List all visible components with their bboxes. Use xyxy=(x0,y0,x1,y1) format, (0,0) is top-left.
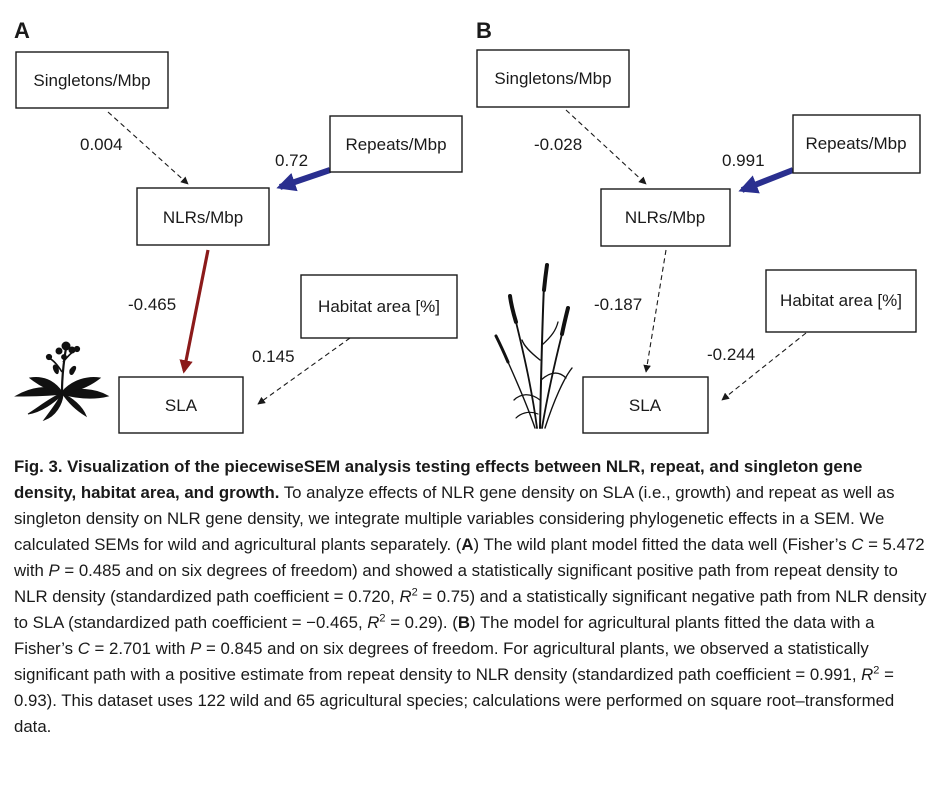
node-a-nlrs: NLRs/Mbp xyxy=(136,187,270,246)
panel-a: A Singletons/Mbp Repeats/Mbp NLRs/Mbp Ha… xyxy=(14,18,463,434)
node-label: SLA xyxy=(165,396,198,415)
node-label: Singletons/Mbp xyxy=(33,71,150,90)
caption-panel-ref-b: B xyxy=(457,613,470,632)
node-label: Repeats/Mbp xyxy=(345,135,446,154)
path-a-repeats-nlrs xyxy=(276,167,331,192)
coefficient-a-nlrs-sla: -0.465 xyxy=(128,295,176,314)
coefficient-b-repeats-nlrs: 0.991 xyxy=(722,151,765,170)
node-a-habitat: Habitat area [%] xyxy=(300,274,458,339)
caption-text: = 0.93). This dataset uses 122 wild and … xyxy=(14,665,895,736)
caption-text: = 0.75) and a statistically significant … xyxy=(14,587,927,632)
node-label: NLRs/Mbp xyxy=(163,208,243,227)
node-b-nlrs: NLRs/Mbp xyxy=(600,188,731,247)
caption-symbol: P xyxy=(190,639,202,658)
path-b-singletons-nlrs xyxy=(565,109,647,185)
node-b-singletons: Singletons/Mbp xyxy=(476,49,630,108)
coefficient-b-singletons-nlrs: -0.028 xyxy=(534,135,582,154)
caption-panel-ref-a: A xyxy=(461,535,474,554)
caption-symbol: C xyxy=(851,535,864,554)
node-label: Habitat area [%] xyxy=(318,297,440,316)
caption-symbol: R xyxy=(367,613,380,632)
caption-superscript: 2 xyxy=(379,612,386,625)
path-a-habitat-sla xyxy=(257,337,351,405)
caption-superscript: 2 xyxy=(873,664,880,677)
node-label: Habitat area [%] xyxy=(780,291,902,310)
node-label: NLRs/Mbp xyxy=(625,208,705,227)
caption-symbol: R xyxy=(861,665,874,684)
figure-caption: Fig. 3. Visualization of the piecewiseSE… xyxy=(14,454,929,740)
caption-text: = 2.701 with xyxy=(89,639,191,658)
sem-figure: A Singletons/Mbp Repeats/Mbp NLRs/Mbp Ha… xyxy=(14,18,921,434)
path-b-habitat-sla xyxy=(721,332,807,401)
caption-label: Fig. 3. xyxy=(14,457,63,476)
coefficient-b-nlrs-sla: -0.187 xyxy=(594,295,642,314)
rosette-plant-icon xyxy=(14,341,110,421)
path-a-nlrs-sla xyxy=(179,249,210,374)
wheat-plant-icon xyxy=(494,263,573,429)
node-b-sla: SLA xyxy=(582,376,709,434)
node-label: Singletons/Mbp xyxy=(494,69,611,88)
node-a-singletons: Singletons/Mbp xyxy=(15,51,169,109)
caption-symbol: C xyxy=(77,639,90,658)
path-b-repeats-nlrs xyxy=(738,167,795,194)
caption-symbol: R xyxy=(399,587,412,606)
coefficient-a-repeats-nlrs: 0.72 xyxy=(275,151,308,170)
caption-text: ) The model for agricultural plants fitt… xyxy=(14,613,875,658)
coefficient-a-habitat-sla: 0.145 xyxy=(252,347,295,366)
path-b-nlrs-sla xyxy=(643,249,667,373)
node-b-habitat: Habitat area [%] xyxy=(765,269,917,333)
coefficient-a-singletons-nlrs: 0.004 xyxy=(80,135,123,154)
panel-letter-b: B xyxy=(476,18,492,43)
coefficient-b-habitat-sla: -0.244 xyxy=(707,345,755,364)
node-label: Repeats/Mbp xyxy=(805,134,906,153)
caption-superscript: 2 xyxy=(411,586,418,599)
caption-text: To analyze effects of NLR gene density o… xyxy=(14,483,895,554)
caption-symbol: P xyxy=(48,561,60,580)
panel-letter-a: A xyxy=(14,18,30,43)
caption-text: = 5.472 with xyxy=(14,535,925,580)
caption-text: ) The wild plant model fitted the data w… xyxy=(473,535,852,554)
path-a-singletons-nlrs xyxy=(107,111,189,185)
node-label: SLA xyxy=(629,396,662,415)
node-b-repeats: Repeats/Mbp xyxy=(792,114,921,174)
caption-text: = 0.485 and on six degrees of freedom) a… xyxy=(14,561,898,606)
caption-title: Visualization of the piecewiseSEM analys… xyxy=(14,457,863,502)
panel-b: B Singletons/Mbp Repeats/Mbp NLRs/Mbp Ha… xyxy=(476,18,921,434)
node-a-sla: SLA xyxy=(118,376,244,434)
caption-text: = 0.845 and on six degrees of freedom. F… xyxy=(14,639,869,684)
caption-text: = 0.29). ( xyxy=(385,613,458,632)
node-a-repeats: Repeats/Mbp xyxy=(329,115,463,173)
